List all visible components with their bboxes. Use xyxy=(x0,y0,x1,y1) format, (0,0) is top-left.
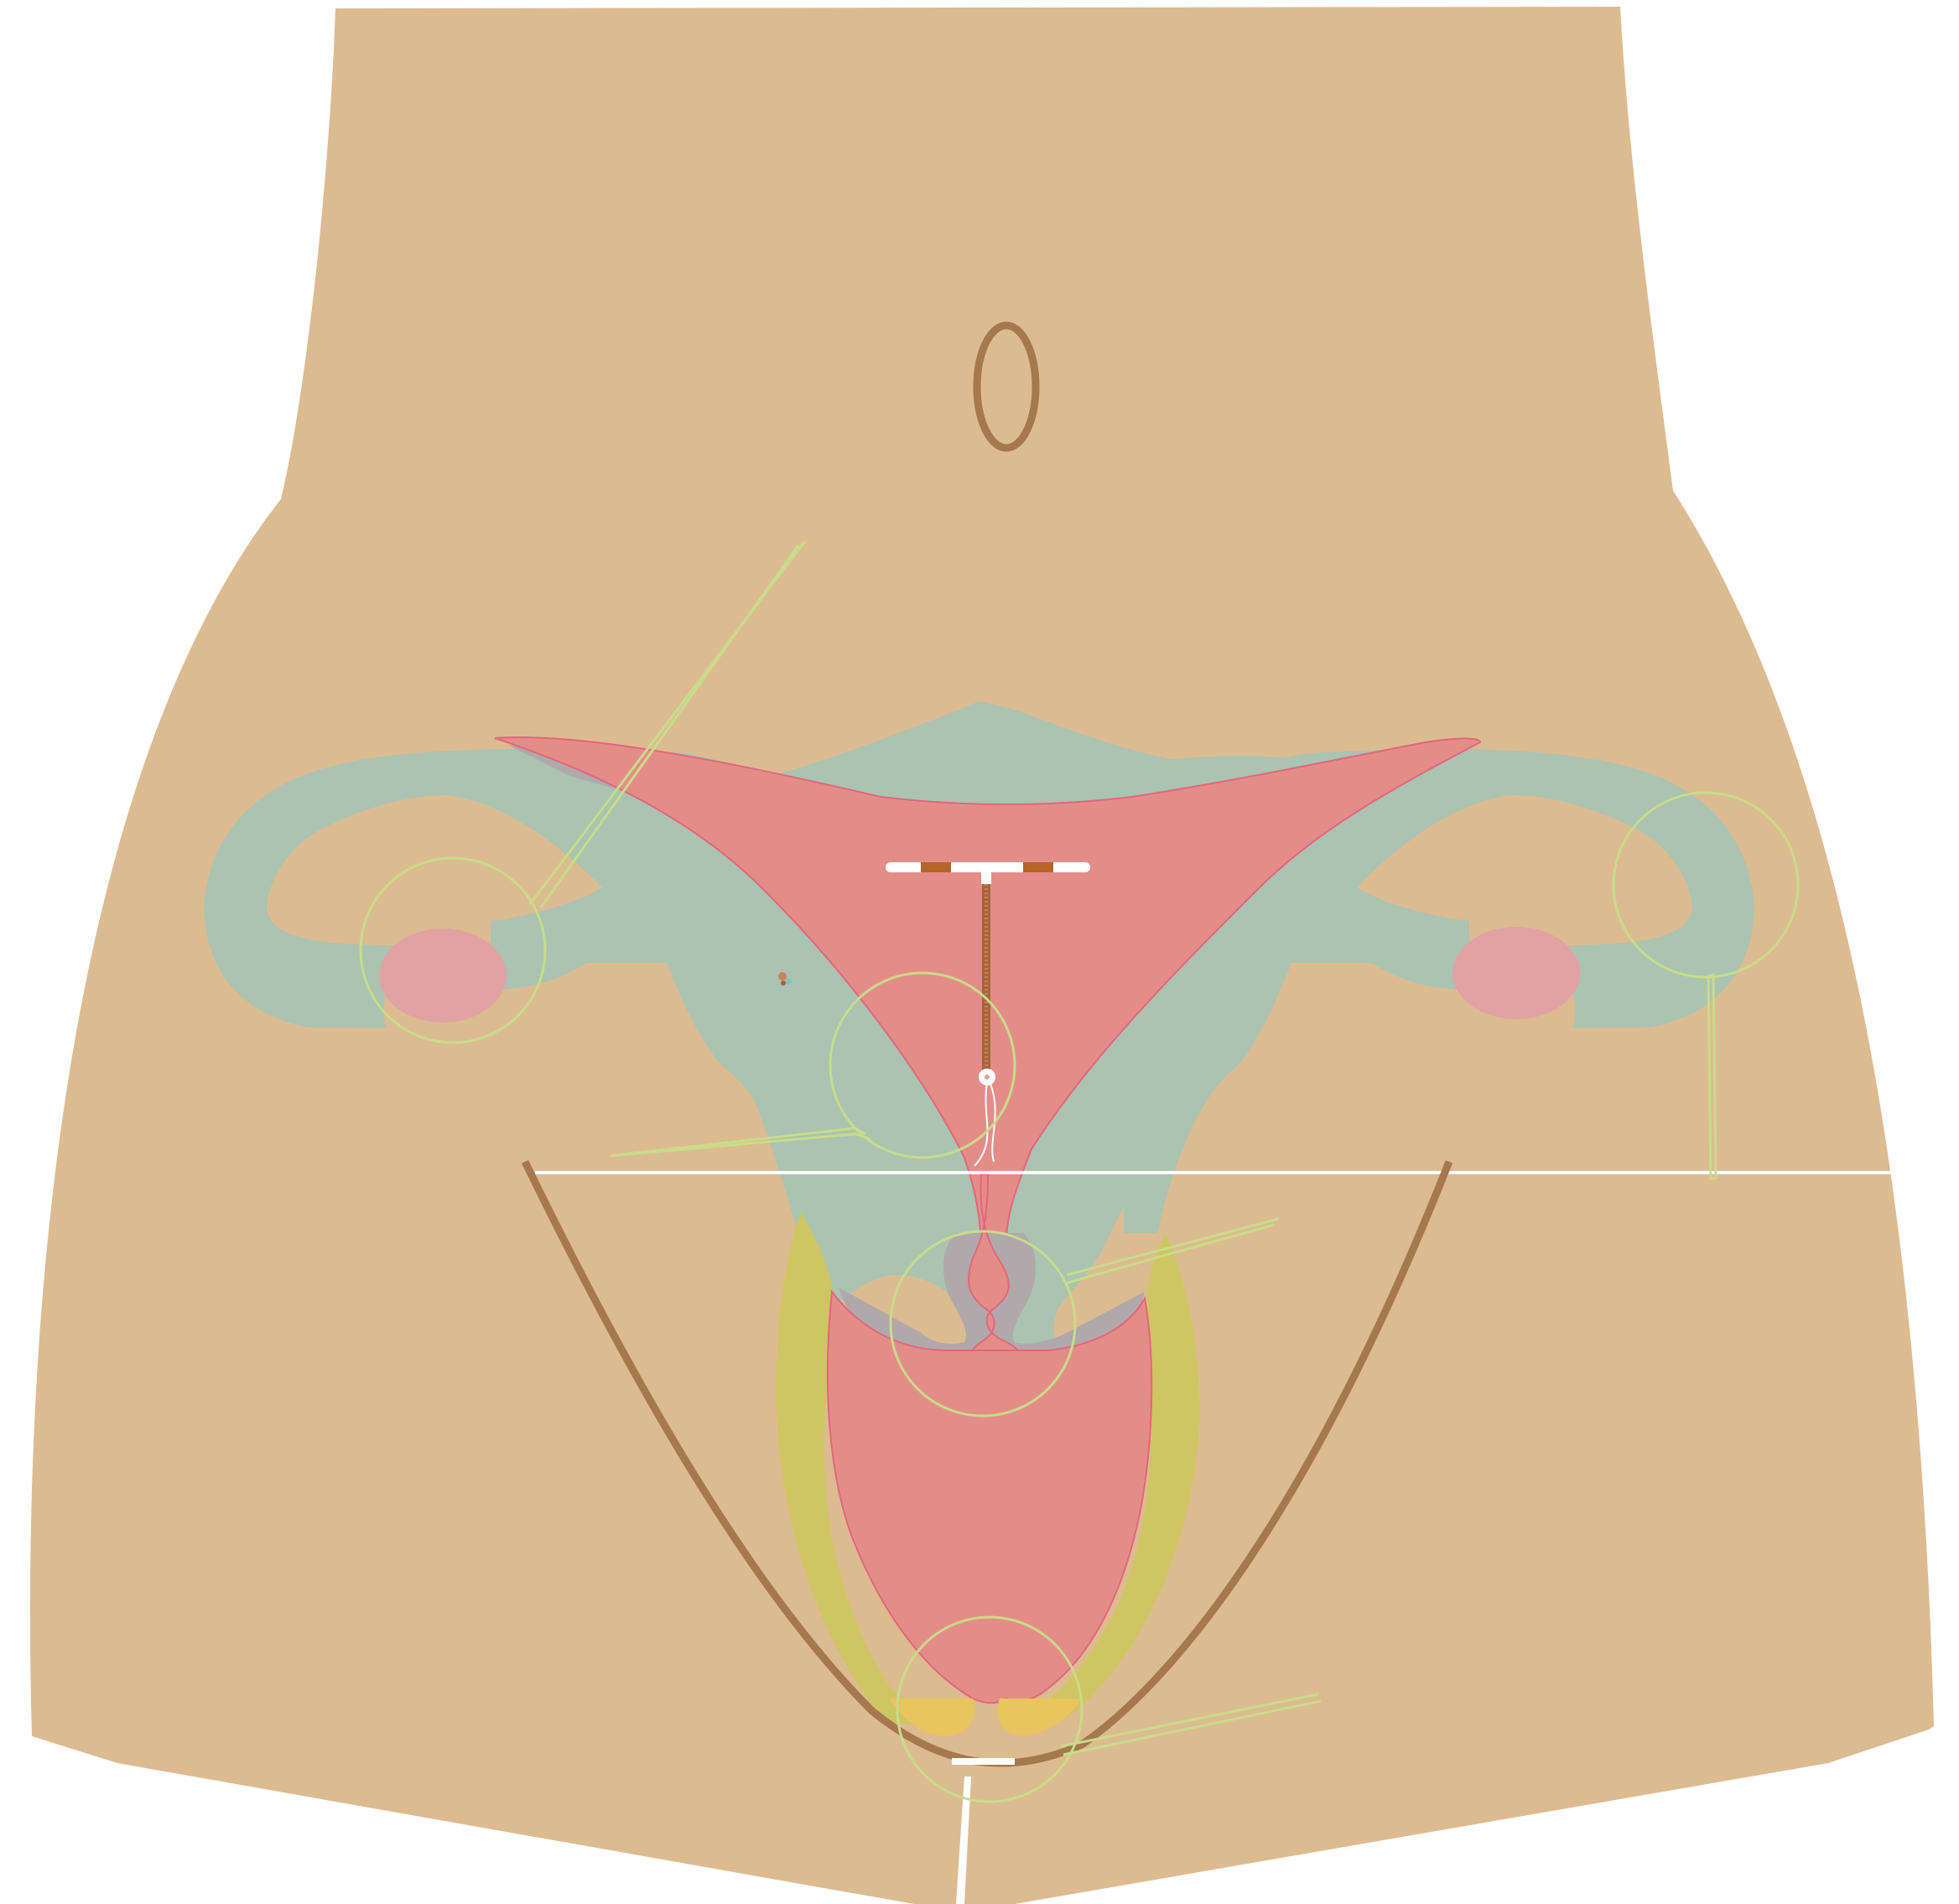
iud-copper-sleeve-left xyxy=(921,862,951,872)
iud-copper-sleeve-right xyxy=(1023,862,1053,872)
iud-stem-bulb-center xyxy=(985,1074,990,1079)
iud-stem-copper xyxy=(982,884,990,1075)
right-ovary xyxy=(1452,927,1580,1019)
left-ovary xyxy=(379,929,507,1022)
iud-stem-top xyxy=(981,872,991,884)
vaginal-opening xyxy=(952,1758,1015,1765)
